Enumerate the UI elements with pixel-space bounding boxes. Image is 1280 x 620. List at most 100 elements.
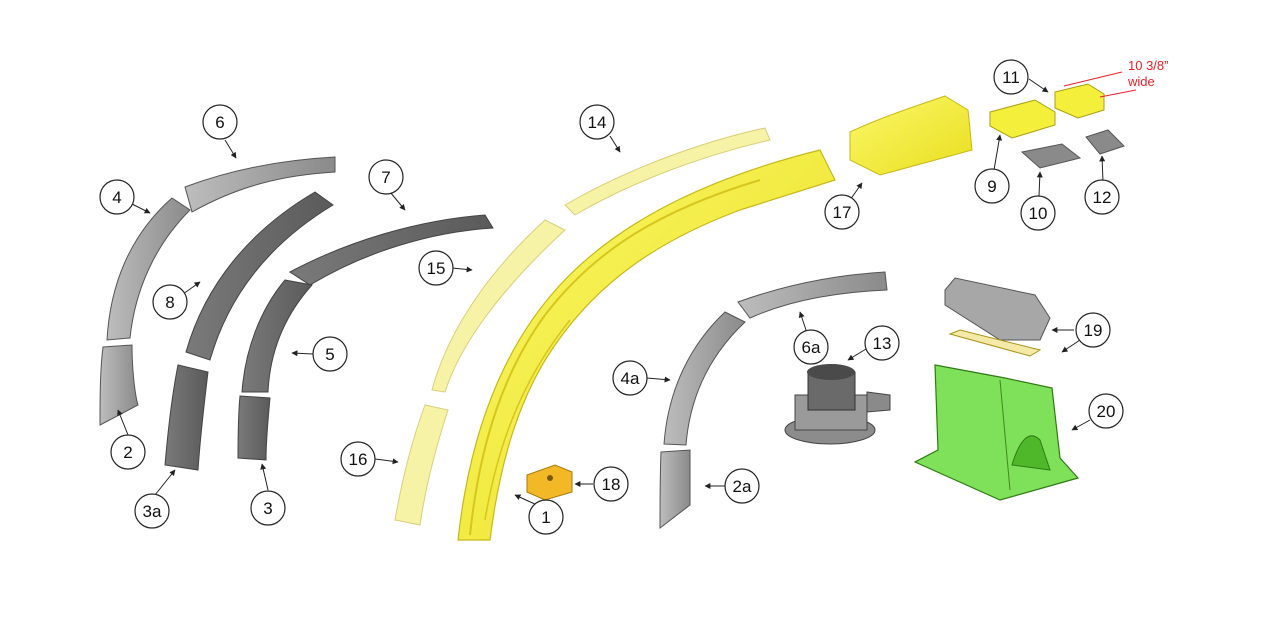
callout-1: 1 xyxy=(528,499,564,535)
callout-circle xyxy=(202,104,238,140)
part-13-bearing xyxy=(784,364,891,445)
callout-label: 6a xyxy=(802,338,821,357)
callout-label: 17 xyxy=(833,203,852,222)
part-16-liner xyxy=(394,404,449,526)
callout-circle xyxy=(368,159,404,195)
part-18-block xyxy=(526,464,573,501)
callout-10: 10 xyxy=(1020,195,1056,231)
callout-4a: 4a xyxy=(612,360,648,396)
part-17-bracket xyxy=(849,95,973,176)
callout-circle xyxy=(418,250,454,286)
callout-label: 20 xyxy=(1097,402,1116,421)
callout-label: 5 xyxy=(325,345,334,364)
callout-label: 8 xyxy=(165,293,174,312)
callout-circle xyxy=(593,466,629,502)
callout-13: 13 xyxy=(864,325,900,361)
callout-17: 17 xyxy=(824,194,860,230)
callout-circle xyxy=(340,441,376,477)
callout-label: 7 xyxy=(381,168,390,187)
callout-circle xyxy=(824,194,860,230)
callout-circle xyxy=(152,284,188,320)
callout-6: 6 xyxy=(202,104,238,140)
callout-label: 18 xyxy=(602,475,621,494)
callout-9: 9 xyxy=(974,168,1010,204)
callout-circle xyxy=(1020,195,1056,231)
callout-18: 18 xyxy=(593,466,629,502)
callout-circle xyxy=(110,434,146,470)
callout-2a: 2a xyxy=(724,468,760,504)
callout-6a: 6a xyxy=(793,329,829,365)
part-4a-panel xyxy=(663,311,746,446)
callout-label: 2a xyxy=(733,477,752,496)
part-19-strip xyxy=(948,329,1042,357)
callout-7: 7 xyxy=(368,159,404,195)
callout-16: 16 xyxy=(340,441,376,477)
callout-label: 16 xyxy=(349,450,368,469)
callout-5: 5 xyxy=(312,336,348,372)
part-19-bumper xyxy=(944,277,1051,341)
callout-circle xyxy=(312,336,348,372)
callout-label: 4 xyxy=(112,188,121,207)
callout-label: 12 xyxy=(1093,188,1112,207)
part-20-stand xyxy=(913,364,1080,501)
callout-circle xyxy=(528,499,564,535)
part-6-panel xyxy=(184,156,336,213)
callout-11: 11 xyxy=(993,59,1029,95)
callout-3a: 3a xyxy=(134,493,170,529)
callout-circle xyxy=(974,168,1010,204)
callout-circle xyxy=(134,493,170,529)
callout-circle xyxy=(612,360,648,396)
part-2a-panel xyxy=(659,449,691,530)
part-15-liner xyxy=(431,219,566,393)
callout-label: 9 xyxy=(987,177,996,196)
part-6a-panel xyxy=(737,271,888,319)
callout-label: 14 xyxy=(588,113,607,132)
callout-4: 4 xyxy=(99,179,135,215)
callout-14: 14 xyxy=(579,104,615,140)
part-1-main-frame xyxy=(457,149,836,541)
callout-label: 3 xyxy=(263,499,272,518)
callout-8: 8 xyxy=(152,284,188,320)
callout-2: 2 xyxy=(110,434,146,470)
callout-circle xyxy=(993,59,1029,95)
callout-circle xyxy=(579,104,615,140)
part-10-plate xyxy=(1020,143,1082,169)
callout-label: 3a xyxy=(143,502,162,521)
callout-3: 3 xyxy=(250,490,286,526)
part-3a-panel xyxy=(164,364,209,471)
annotation-line2: wide xyxy=(1127,74,1155,89)
callout-label: 19 xyxy=(1084,321,1103,340)
callout-label: 13 xyxy=(873,334,892,353)
callout-label: 11 xyxy=(1002,68,1020,87)
callout-label: 2 xyxy=(123,443,132,462)
callout-circle xyxy=(99,179,135,215)
callout-19: 19 xyxy=(1075,312,1111,348)
part-5-panel xyxy=(241,279,313,393)
leader-lines xyxy=(117,78,1106,506)
callout-circle xyxy=(724,468,760,504)
part-11-bracket xyxy=(1054,83,1105,119)
part-9-bracket xyxy=(989,99,1056,139)
callout-circle xyxy=(1075,312,1111,348)
callout-circle xyxy=(864,325,900,361)
part-4-panel xyxy=(106,197,191,341)
width-annotation: 10 3/8” wide xyxy=(1063,58,1168,98)
callout-circle xyxy=(793,329,829,365)
part-3-panel xyxy=(237,395,271,461)
callout-circle xyxy=(1084,179,1120,215)
part-8-panel xyxy=(185,191,334,361)
part-12-plate xyxy=(1085,129,1125,155)
callout-label: 6 xyxy=(215,113,224,132)
callout-20: 20 xyxy=(1088,393,1124,429)
part-14-liner xyxy=(564,127,771,216)
callout-label: 15 xyxy=(427,259,446,278)
callout-label: 10 xyxy=(1029,204,1048,223)
callout-circle xyxy=(250,490,286,526)
callout-circle xyxy=(1088,393,1124,429)
annotation-line1: 10 3/8” xyxy=(1128,58,1168,73)
callout-label: 4a xyxy=(621,369,640,388)
callout-12: 12 xyxy=(1084,179,1120,215)
